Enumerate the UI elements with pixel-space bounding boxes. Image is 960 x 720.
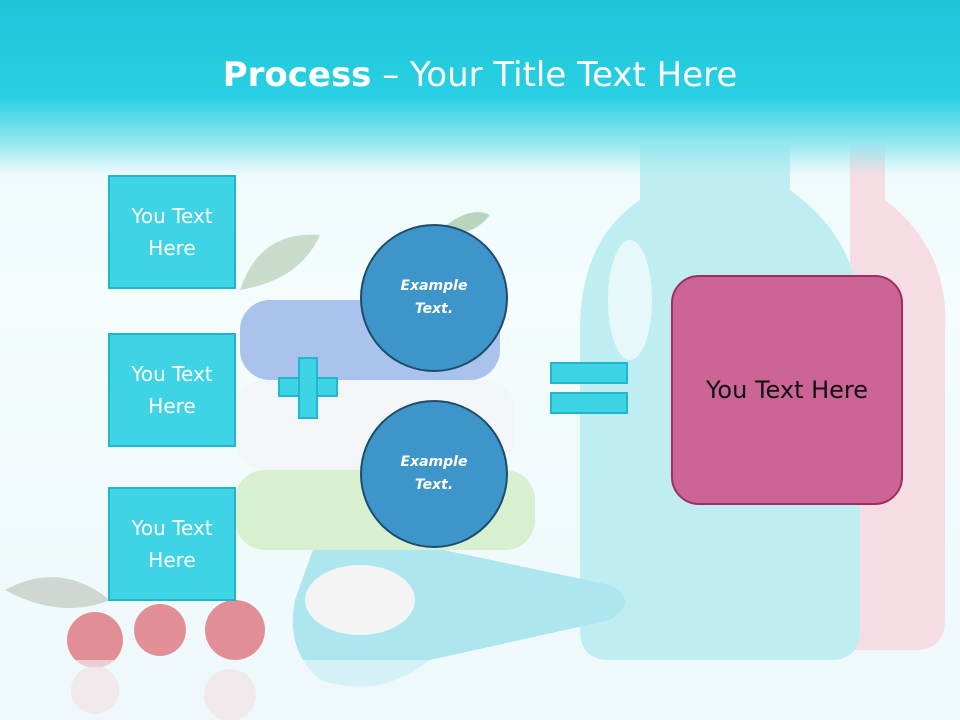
text-box-2-label: You Text Here bbox=[131, 362, 213, 418]
text-box-3-label: You Text Here bbox=[131, 516, 213, 572]
text-box-1-label: You Text Here bbox=[131, 204, 213, 260]
equals-icon-top-bar bbox=[550, 362, 628, 384]
text-box-1[interactable]: You Text Here bbox=[108, 175, 236, 289]
header-band bbox=[0, 0, 960, 175]
text-box-3[interactable]: You Text Here bbox=[108, 487, 236, 601]
title-rest: – Your Title Text Here bbox=[371, 55, 738, 95]
equals-icon-bottom-bar bbox=[550, 392, 628, 414]
result-box[interactable]: You Text Here bbox=[671, 275, 903, 505]
example-circle-1[interactable]: Example Text. bbox=[360, 224, 508, 372]
result-box-label: You Text Here bbox=[705, 376, 869, 404]
slide-title: Process – Your Title Text Here bbox=[0, 54, 960, 96]
example-circle-2[interactable]: Example Text. bbox=[360, 400, 508, 548]
example-circle-1-label: Example Text. bbox=[400, 278, 468, 317]
example-circle-2-label: Example Text. bbox=[400, 454, 468, 493]
plus-icon bbox=[278, 357, 338, 419]
title-bold: Process bbox=[222, 55, 372, 95]
text-box-2[interactable]: You Text Here bbox=[108, 333, 236, 447]
plus-vertical-bar bbox=[298, 357, 318, 419]
